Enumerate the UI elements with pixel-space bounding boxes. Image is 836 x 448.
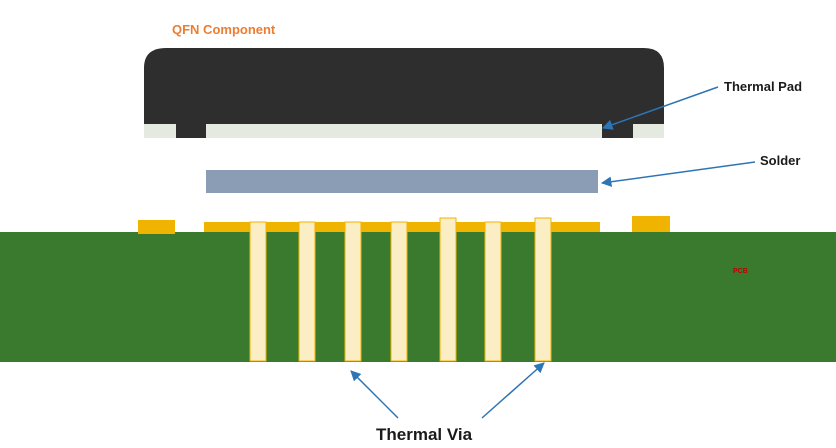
component-label: QFN Component	[172, 22, 276, 37]
solder-label: Solder	[760, 153, 800, 168]
qfn-component-body	[144, 48, 664, 138]
thermal-via-label: Thermal Via	[376, 425, 473, 444]
thermal-pad	[206, 124, 602, 138]
thermal-via	[484, 221, 502, 362]
thermal-pad-arrow	[602, 86, 719, 130]
thermal-via-arrow-left	[350, 370, 399, 419]
thermal-vias	[249, 217, 552, 362]
solder-layer	[206, 170, 598, 193]
component-pad-right	[633, 124, 664, 138]
pcb-label: PCB	[733, 268, 748, 275]
pcb-copper-pad-left	[138, 220, 175, 234]
pcb-copper-pad-right	[632, 216, 670, 232]
pcb-board	[0, 232, 836, 362]
thermal-via	[439, 217, 457, 362]
solder-arrow	[600, 161, 756, 187]
thermal-via-arrow-right	[481, 362, 545, 419]
thermal-via	[344, 221, 362, 362]
thermal-via	[249, 221, 267, 362]
thermal-via	[534, 217, 552, 362]
thermal-pad-label: Thermal Pad	[724, 79, 802, 94]
component-pad-left	[144, 124, 176, 138]
thermal-via	[390, 221, 408, 362]
thermal-via	[298, 221, 316, 362]
